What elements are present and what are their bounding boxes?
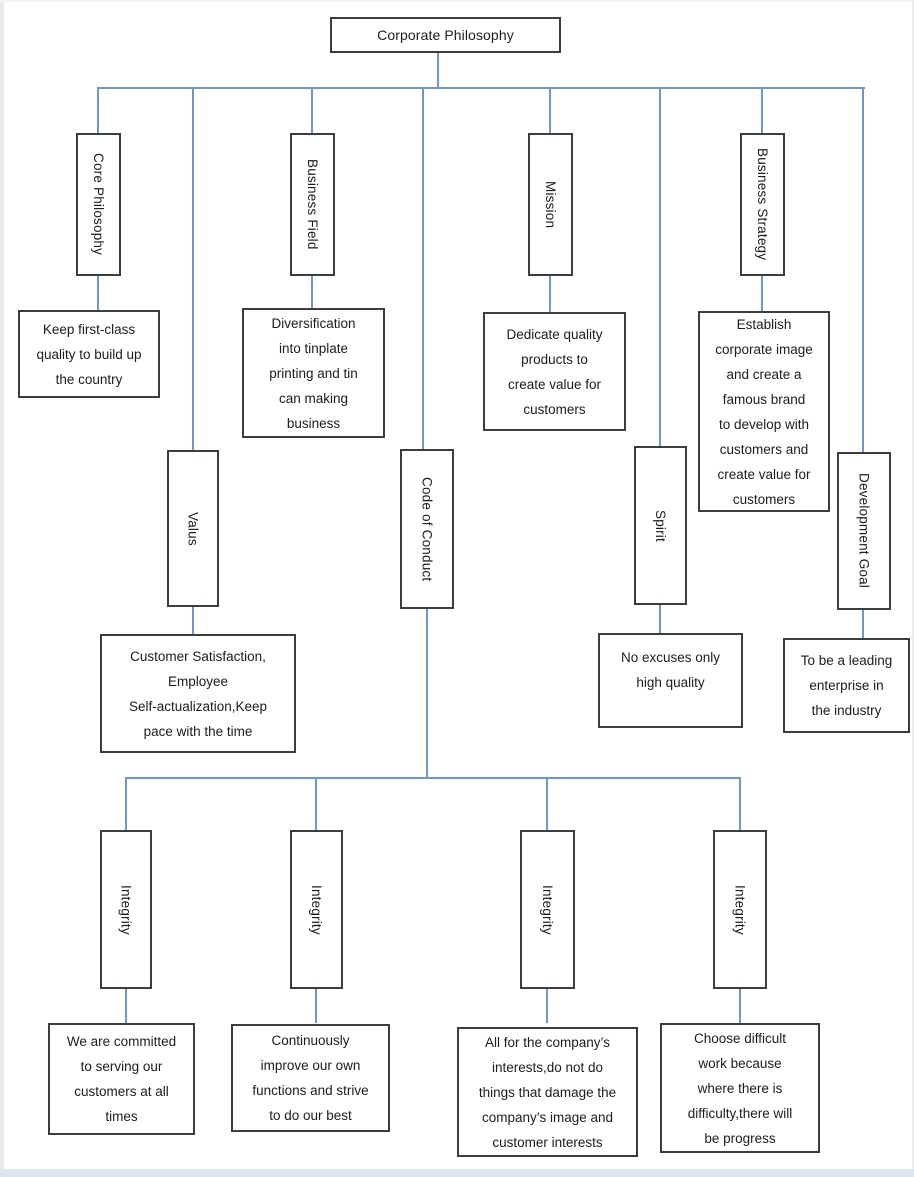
node-corporate-philosophy: Corporate Philosophy (330, 17, 561, 53)
node-label: Business Field (305, 159, 320, 250)
page-right-edge (912, 0, 914, 1177)
connector (125, 989, 127, 1023)
connector (426, 609, 428, 778)
leaf-business-strategy: Establish corporate image and create a f… (698, 311, 830, 512)
leaf-integrity-4: Choose difficult work because where ther… (660, 1023, 820, 1153)
node-label: Integrity (732, 884, 748, 935)
connector-bus-code-of-conduct (125, 777, 741, 779)
node-label: Integrity (309, 884, 324, 935)
leaf-text: Keep first-class quality to build up the… (36, 321, 142, 387)
leaf-text: Customer Satisfaction, Employee Self-act… (128, 648, 268, 739)
node-business-strategy: Business Strategy (740, 133, 785, 276)
connector (549, 276, 551, 312)
connector (761, 89, 763, 133)
connector (192, 89, 194, 450)
node-code-of-conduct: Code of Conduct (400, 449, 454, 609)
connector (739, 989, 741, 1023)
page-bottom-bar (0, 1169, 914, 1177)
node-integrity-3: Integrity (520, 830, 575, 989)
connector (437, 53, 439, 88)
connector (862, 610, 864, 638)
leaf-text: Establish corporate image and create a f… (715, 316, 813, 507)
leaf-integrity-3: All for the company’s interests,do not d… (457, 1027, 638, 1157)
node-label: Business Strategy (755, 148, 770, 261)
connector (761, 276, 763, 311)
node-integrity-1: Integrity (100, 830, 152, 989)
node-label: Development Goal (856, 473, 872, 589)
leaf-mission: Dedicate quality products to create valu… (483, 312, 626, 431)
connector-bus-top (97, 87, 865, 89)
leaf-development-goal: To be a leading enterprise in the indust… (783, 638, 910, 733)
connector (862, 89, 864, 452)
node-label: Integrity (118, 884, 134, 935)
connector (97, 89, 99, 133)
leaf-core-philosophy: Keep first-class quality to build up the… (18, 310, 160, 398)
leaf-integrity-2: Continuously improve our own functions a… (231, 1024, 390, 1132)
connector (659, 605, 661, 633)
node-core-philosophy: Core Philosophy (76, 133, 121, 276)
node-label: Valus (185, 511, 201, 546)
leaf-text: We are committed to serving our customer… (66, 1034, 177, 1124)
node-integrity-4: Integrity (713, 830, 767, 989)
connector (97, 276, 99, 310)
node-label: Mission (543, 180, 558, 229)
connector (546, 779, 548, 830)
connector (311, 89, 313, 133)
page-left-edge (0, 0, 4, 1177)
node-valus: Valus (167, 450, 219, 607)
node-label: Code of Conduct (419, 476, 435, 582)
node-mission: Mission (528, 133, 573, 276)
connector (546, 989, 548, 1023)
node-integrity-2: Integrity (290, 830, 343, 989)
connector (659, 89, 661, 446)
connector (192, 607, 194, 634)
node-label: Spirit (653, 509, 668, 542)
connector (739, 779, 741, 830)
connector (315, 779, 317, 830)
leaf-text: Continuously improve our own functions a… (252, 1033, 369, 1123)
leaf-text: Diversification into tinplate printing a… (269, 315, 358, 431)
connector (125, 779, 127, 830)
leaf-text: Dedicate quality products to create valu… (506, 326, 603, 417)
leaf-text: To be a leading enterprise in the indust… (800, 653, 893, 718)
page-top-edge (0, 0, 914, 2)
node-spirit: Spirit (634, 446, 687, 605)
leaf-text: All for the company’s interests,do not d… (478, 1034, 617, 1150)
connector (549, 89, 551, 133)
node-label: Core Philosophy (91, 153, 106, 256)
leaf-business-field: Diversification into tinplate printing a… (242, 308, 385, 438)
node-business-field: Business Field (290, 133, 335, 276)
leaf-valus: Customer Satisfaction, Employee Self-act… (100, 634, 296, 753)
node-label: Corporate Philosophy (377, 27, 514, 43)
leaf-text: No excuses only high quality (620, 650, 721, 690)
leaf-text: Choose difficult work because where ther… (687, 1030, 793, 1146)
leaf-integrity-1: We are committed to serving our customer… (48, 1023, 195, 1135)
connector (311, 276, 313, 308)
connector (315, 989, 317, 1023)
leaf-spirit: No excuses only high quality (598, 633, 743, 728)
connector (422, 89, 424, 449)
node-label: Integrity (540, 884, 555, 935)
node-development-goal: Development Goal (837, 452, 891, 610)
